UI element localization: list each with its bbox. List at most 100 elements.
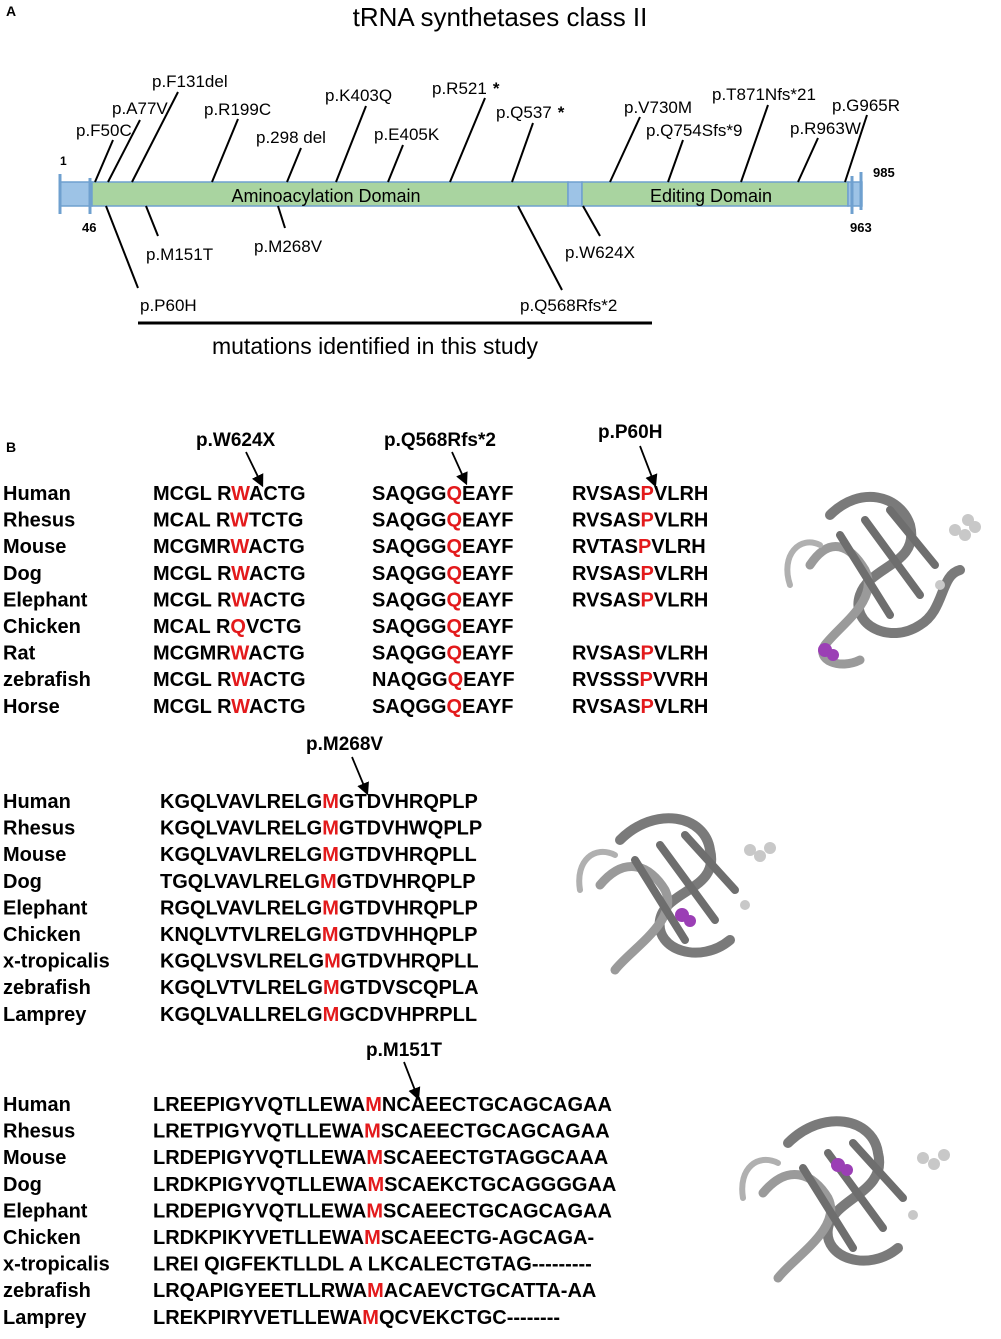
stop-star: * bbox=[493, 79, 500, 98]
position-985: 985 bbox=[873, 165, 895, 180]
sequence-part: RVSAS bbox=[572, 696, 641, 718]
species-name: x-tropicalis bbox=[3, 951, 110, 973]
sequence-part: KNQLVTVLRELG bbox=[160, 924, 322, 946]
sequence-part: EAYF bbox=[462, 643, 514, 665]
species-name: Rhesus bbox=[3, 1121, 75, 1143]
protein-structure-1 bbox=[770, 475, 995, 685]
structure-1-ribbon bbox=[836, 506, 939, 619]
sequence-part: VCTG bbox=[246, 616, 302, 638]
sequence-part: GTDVHRQPLL bbox=[339, 844, 477, 866]
panel-a-title: tRNA synthetases class II bbox=[353, 2, 648, 32]
sequence-segment: KGQLVTVLRELGMGTDVSCQPLA bbox=[160, 977, 479, 999]
line-t871nfs21 bbox=[740, 104, 769, 183]
mutation-label: p.P60H bbox=[140, 296, 197, 315]
highlighted-residue: M bbox=[322, 924, 339, 946]
sequence-part: LREKPIRYVETLLEWA bbox=[153, 1307, 362, 1329]
block1-header-p60h: p.P60H bbox=[598, 422, 662, 443]
sequence-part: ACTG bbox=[249, 589, 306, 611]
sequence-part: ACTG bbox=[249, 669, 306, 691]
sequence-part: MCGL R bbox=[153, 669, 232, 691]
highlighted-residue: W bbox=[231, 483, 250, 505]
line-q754sfs9 bbox=[667, 139, 684, 183]
mutation-label: p.A77V bbox=[112, 99, 168, 118]
mutation-label: p.G965R bbox=[832, 96, 900, 115]
sequence-part: TGQLVAVLRELG bbox=[160, 871, 320, 893]
highlighted-residue: W bbox=[231, 563, 250, 585]
species-name: zebrafish bbox=[3, 669, 91, 691]
line-f50c bbox=[94, 139, 114, 183]
highlighted-residue: M bbox=[362, 1307, 379, 1329]
sequence-segment: MCGL RWACTG bbox=[153, 669, 306, 691]
sequence-part: NAQGG bbox=[372, 669, 448, 691]
top-mutation-labels: p.F50C p.A77V p.F131del p.R199C p.298 de… bbox=[76, 72, 900, 147]
species-name: Human bbox=[3, 1094, 71, 1116]
sequence-segment: RVSASPVLRH bbox=[572, 589, 708, 611]
sequence-segment: KGQLVSVLRELGMGTDVHRQPLL bbox=[160, 951, 479, 973]
mutation-name: p.R521 bbox=[432, 79, 487, 98]
mutation-label: p.Q568Rfs*2 bbox=[520, 296, 617, 315]
highlighted-residue: Q bbox=[448, 669, 464, 691]
line-298del bbox=[286, 147, 302, 183]
block1-header-w624x: p.W624X bbox=[196, 430, 276, 451]
sequence-part: ACTG bbox=[249, 696, 306, 718]
line-q568rfs2 bbox=[517, 205, 563, 291]
domain-aminoacylation-label: Aminoacylation Domain bbox=[231, 186, 420, 206]
sequence-part: LRQAPIGYEETLLRWA bbox=[153, 1280, 367, 1302]
sequence-segment: LRDKPIKYVETLLEWAMSCAEECTG-AGCAGA- bbox=[153, 1227, 594, 1249]
sequence-part: ACTG bbox=[248, 536, 305, 558]
protein-structure-2 bbox=[570, 790, 795, 1005]
structure-1-background bbox=[770, 475, 995, 685]
sequence-part: MCGL R bbox=[153, 563, 232, 585]
line-a77v bbox=[107, 119, 141, 183]
species-name: Chicken bbox=[3, 924, 81, 946]
sequence-part: ACTG bbox=[248, 643, 305, 665]
arrow-m268v bbox=[351, 756, 369, 796]
domain-editing-label: Editing Domain bbox=[650, 186, 772, 206]
species-name: Horse bbox=[3, 696, 60, 718]
sequence-part: QCVEKCTGC-------- bbox=[379, 1307, 560, 1329]
sequence-part: GTDVHRQPLL bbox=[341, 951, 479, 973]
mutation-label: p.F50C bbox=[76, 121, 132, 140]
mutation-label: p.Q537* bbox=[496, 103, 565, 122]
highlighted-residue: M bbox=[322, 844, 339, 866]
linker-segment bbox=[567, 181, 583, 207]
sequence-part: EAYF bbox=[462, 483, 514, 505]
sequence-part: RVSAS bbox=[572, 563, 641, 585]
n-terminal-segment bbox=[59, 181, 93, 207]
sequence-segment: KNQLVTVLRELGMGTDVHHQPLP bbox=[160, 924, 477, 946]
species-name: zebrafish bbox=[3, 1280, 91, 1302]
line-r199c bbox=[211, 118, 239, 183]
sequence-part: LRDKPIGYVQTLLEWA bbox=[153, 1174, 367, 1196]
sequence-part: GTDVHHQPLP bbox=[339, 924, 478, 946]
sequence-segment: MCGL RWACTG bbox=[153, 483, 306, 505]
line-v730m bbox=[609, 116, 641, 183]
sequence-part: GCDVHPRPLL bbox=[339, 1004, 477, 1026]
structure-1-ribbon bbox=[825, 492, 965, 639]
species-name: Rhesus bbox=[3, 818, 75, 840]
highlighted-residue: M bbox=[322, 897, 339, 919]
species-name: x-tropicalis bbox=[3, 1254, 110, 1276]
block1-header-q568rfs2: p.Q568Rfs*2 bbox=[384, 430, 496, 451]
line-e405k bbox=[387, 144, 404, 183]
position-1: 1 bbox=[60, 154, 67, 168]
mutant-residue-atom bbox=[827, 649, 839, 661]
sequence-part: VLRH bbox=[654, 483, 708, 505]
sequence-segment: LREKPIRYVETLLEWAMQCVEKCTGC-------- bbox=[153, 1307, 560, 1329]
sequence-part: EAYF bbox=[462, 536, 514, 558]
mutation-name: p.Q537 bbox=[496, 103, 552, 122]
sequence-segment: KGQLVAVLRELGMGTDVHRQPLL bbox=[160, 844, 477, 866]
panel-b-letter: B bbox=[6, 439, 16, 455]
species-name: Mouse bbox=[3, 1147, 66, 1169]
species-name: zebrafish bbox=[3, 977, 91, 999]
ligand-atom bbox=[949, 524, 961, 536]
highlighted-residue: P bbox=[641, 483, 654, 505]
sequence-part: ACTG bbox=[249, 483, 306, 505]
sequence-part: EAYF bbox=[462, 696, 514, 718]
mutant-residue-atom bbox=[684, 915, 696, 927]
sequence-part: RVSAS bbox=[572, 510, 641, 532]
bottom-mutation-lines bbox=[105, 205, 601, 291]
sequence-part: SCAEKCTGCAGGGGAA bbox=[384, 1174, 616, 1196]
sequence-segment: SAQGGQEAYF bbox=[372, 643, 514, 665]
sequence-part: KGQLVAVLRELG bbox=[160, 844, 322, 866]
species-name: Chicken bbox=[3, 1227, 81, 1249]
